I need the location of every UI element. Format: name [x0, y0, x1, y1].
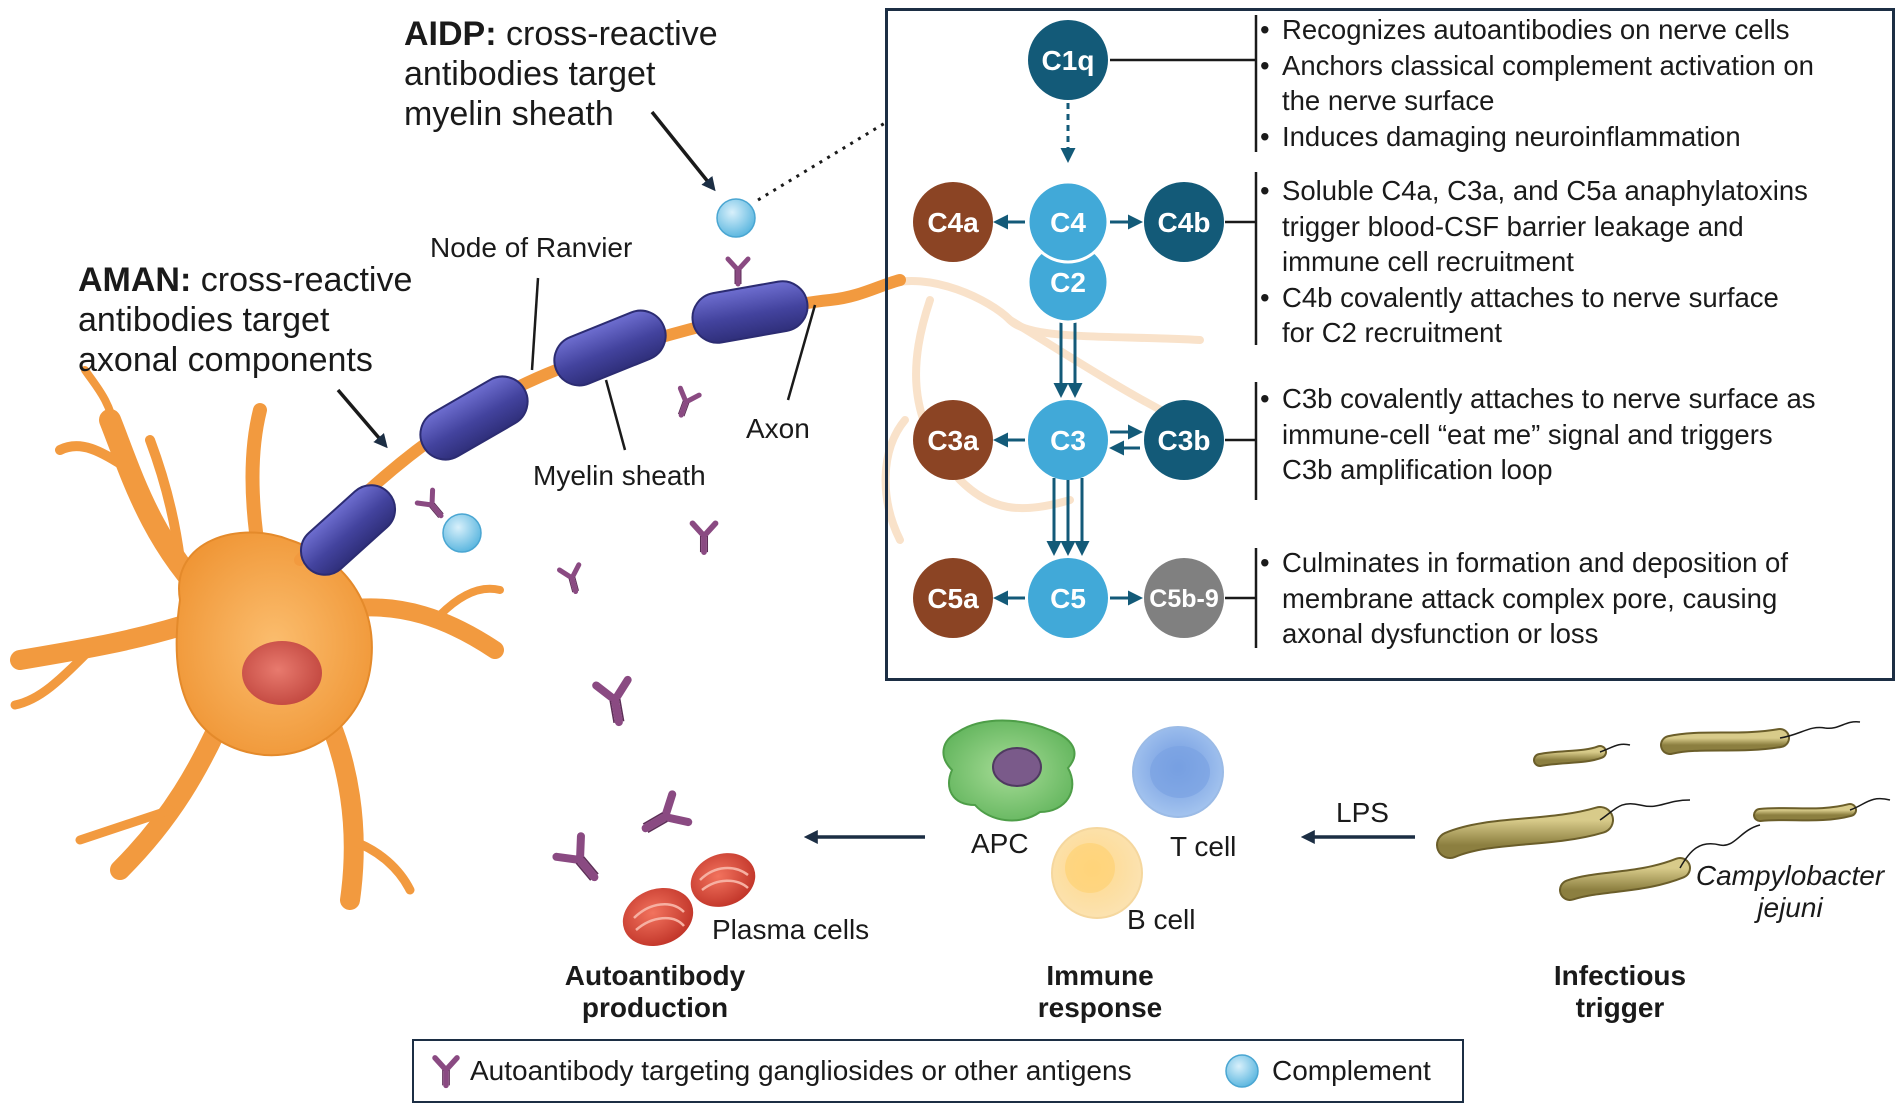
complement-dot [716, 198, 756, 238]
c3-bullets: C3b covalently attaches to nerve surface… [1260, 381, 1815, 488]
apc-label: APC [971, 828, 1029, 859]
bound-antibody-myelin [716, 198, 756, 284]
legend-complement-label: Complement [1272, 1055, 1431, 1086]
node-c3: C3 [1028, 400, 1108, 480]
bullet: Soluble C4a, C3a, and C5a anaphylatoxins [1260, 173, 1808, 209]
bullet-continuation: immune cell recruitment [1282, 246, 1574, 277]
infectious-trigger-heading: Infectious trigger [1520, 960, 1720, 1024]
campylobacter-line2: jejuni [1757, 892, 1823, 923]
node-c4b: C4b [1144, 182, 1224, 262]
node-c4: C4 [1026, 180, 1110, 264]
svg-text:C3: C3 [1050, 425, 1086, 456]
immune-response-line2: response [1037, 992, 1163, 1023]
aidp-line2: antibodies target [404, 55, 656, 93]
bound-antibody-axon [417, 490, 482, 553]
c4-bullets: Soluble C4a, C3a, and C5a anaphylatoxins… [1260, 173, 1808, 351]
lps-label: LPS [1336, 797, 1389, 828]
aidp-line1: cross-reactive [496, 15, 718, 53]
complement-dot [442, 513, 482, 553]
svg-text:C3a: C3a [927, 425, 979, 456]
bullet-continuation: the nerve surface [1282, 85, 1495, 116]
aidp-line3: myelin sheath [404, 95, 614, 133]
bullet-continuation: immune-cell “eat me” signal and triggers [1282, 418, 1773, 450]
bullet: Anchors classical complement activation … [1260, 48, 1814, 84]
immune-response-heading: Immune response [1000, 960, 1200, 1024]
legend [412, 1039, 1464, 1103]
aman-line1: cross-reactive [191, 261, 413, 299]
bullet-continuation: axonal dysfunction or loss [1282, 618, 1599, 649]
complement-icon [1225, 1054, 1259, 1088]
svg-text:C4a: C4a [927, 207, 979, 238]
label-leaders [336, 110, 886, 451]
svg-text:C1q: C1q [1042, 45, 1095, 76]
axon-label: Axon [746, 413, 810, 444]
node-c5a: C5a [913, 558, 993, 638]
apc-cell [942, 719, 1076, 822]
complement-cascade-panel [885, 8, 1895, 681]
aman-label: AMAN: cross-reactive antibodies target a… [78, 260, 412, 380]
svg-text:C2: C2 [1050, 267, 1086, 298]
infectious-trigger-line2: trigger [1575, 992, 1665, 1023]
t-cell-label: T cell [1170, 831, 1237, 862]
node-c5: C5 [1028, 558, 1108, 638]
faint-axon-branches [881, 276, 1204, 544]
campylobacter-label: Campylobacter jejuni [1690, 860, 1890, 924]
bullet-continuation: trigger blood-CSF barrier leakage and [1282, 210, 1744, 242]
bullet-continuation: C3b amplification loop [1282, 454, 1553, 485]
svg-text:C4: C4 [1050, 207, 1086, 238]
svg-text:C5b-9: C5b-9 [1149, 585, 1218, 613]
plasma-cells-label: Plasma cells [712, 914, 870, 945]
b-cell [1051, 827, 1143, 919]
immune-response-line1: Immune [1046, 960, 1154, 991]
b-cell-label: B cell [1127, 904, 1196, 935]
c1q-bullets: Recognizes autoantibodies on nerve cells… [1260, 12, 1814, 154]
bullet: Culminates in formation and deposition o… [1260, 545, 1788, 581]
complement-cascade: C1q C2 C4 C4a C4b C3 C3a C3b C5 C5a C5b-… [913, 15, 1258, 648]
t-cell [1132, 726, 1224, 818]
node-c3a: C3a [913, 400, 993, 480]
c5-bullets: Culminates in formation and deposition o… [1260, 545, 1788, 652]
node-c2: C2 [1026, 240, 1110, 324]
legend-autoantibody-label: Autoantibody targeting gangliosides or o… [470, 1055, 1132, 1086]
bullet-continuation: for C2 recruitment [1282, 317, 1503, 348]
myelin-sheath [299, 280, 809, 576]
aman-line3: axonal components [78, 341, 373, 379]
autoantibody-production-line1: Autoantibody [564, 960, 746, 991]
node-c3b: C3b [1144, 400, 1224, 480]
plasma-cells-art [622, 853, 756, 947]
bullet: C4b covalently attaches to nerve surface [1260, 280, 1808, 316]
node-of-ranvier-label: Node of Ranvier [430, 232, 633, 263]
node-c1q: C1q [1028, 20, 1108, 100]
infectious-trigger-line1: Infectious [1553, 960, 1687, 991]
campylobacter-line1: Campylobacter [1695, 860, 1885, 891]
bullet-continuation: membrane attack complex pore, causing [1282, 582, 1778, 614]
aman-bold: AMAN: [78, 261, 192, 299]
autoantibody-production-heading: Autoantibody production [530, 960, 780, 1024]
neuron [10, 366, 504, 910]
aman-line2: antibodies target [78, 301, 330, 339]
aidp-label: AIDP: cross-reactive antibodies target m… [404, 14, 718, 134]
bullet: C3b covalently attaches to nerve surface… [1260, 381, 1815, 417]
myelin-sheath-label: Myelin sheath [533, 460, 706, 491]
svg-text:C5: C5 [1050, 583, 1086, 614]
campylobacter-bacteria [1436, 721, 1891, 901]
svg-text:C3b: C3b [1158, 425, 1211, 456]
autoantibody-production-line2: production [581, 992, 729, 1023]
bullet: Induces damaging neuroinflammation [1260, 119, 1814, 155]
svg-text:C4b: C4b [1158, 207, 1211, 238]
node-c4a: C4a [913, 182, 993, 262]
bullet: Recognizes autoantibodies on nerve cells [1260, 12, 1814, 48]
node-c5b9: C5b-9 [1144, 558, 1224, 638]
legend-icons [435, 1054, 1259, 1088]
svg-text:C5a: C5a [927, 583, 979, 614]
nucleus [242, 641, 322, 705]
aidp-bold: AIDP: [404, 15, 497, 53]
